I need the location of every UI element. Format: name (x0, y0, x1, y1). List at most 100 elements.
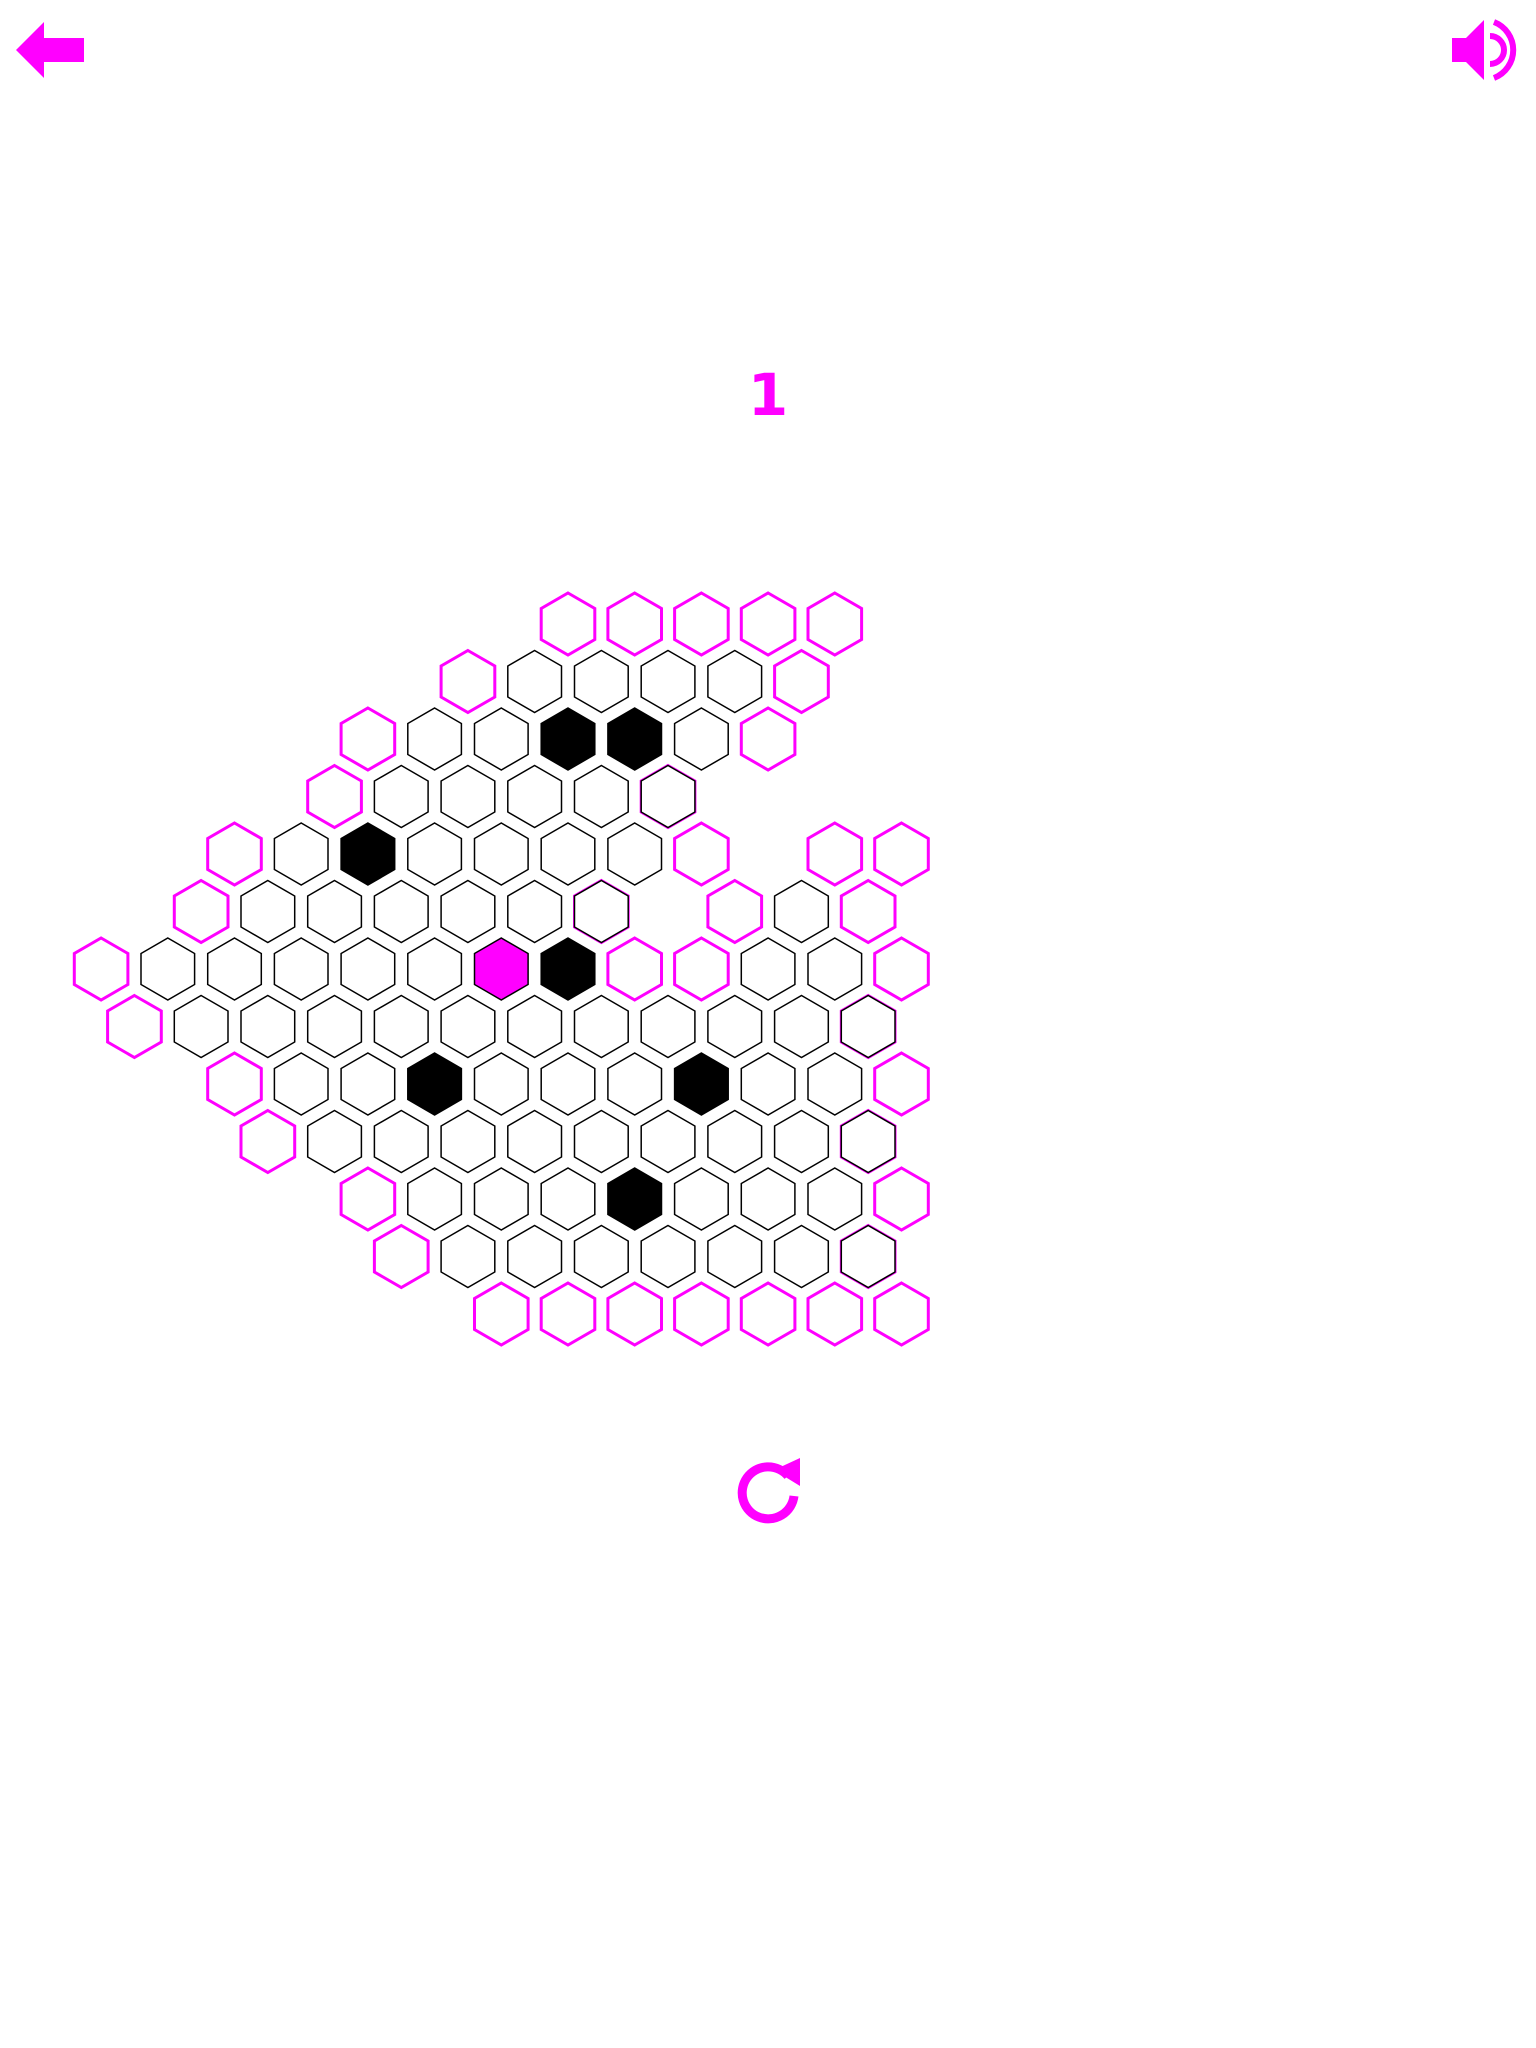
hex-cell[interactable] (640, 994, 696, 1059)
exit-hex-cell (539, 1281, 597, 1347)
hex-cell[interactable] (373, 1109, 429, 1174)
hex-cell[interactable] (740, 1167, 796, 1231)
hex-cell[interactable] (373, 764, 429, 829)
exit-hex-cell (673, 591, 730, 657)
exit-hex-cell (439, 648, 497, 715)
blocked-hex-cell[interactable] (607, 1167, 663, 1231)
exit-hex-cell (372, 1223, 430, 1290)
restart-button[interactable] (730, 1452, 806, 1528)
hex-cell[interactable] (707, 1109, 763, 1174)
exit-hex-cell (339, 1166, 397, 1232)
exit-hex-cell (206, 821, 263, 887)
hex-cell[interactable] (507, 1109, 563, 1174)
hex-cell[interactable] (440, 1109, 496, 1174)
hex-cell[interactable] (440, 764, 496, 829)
hex-cell[interactable] (507, 1224, 563, 1289)
hex-cell[interactable] (440, 994, 496, 1059)
hex-cell[interactable] (306, 1109, 363, 1174)
hex-cell[interactable] (407, 937, 463, 1001)
hex-cell[interactable] (407, 707, 463, 771)
blocked-hex-cell[interactable] (540, 937, 596, 1001)
exit-hex-cell (673, 821, 730, 887)
hex-cell[interactable] (507, 764, 563, 829)
hex-cell[interactable] (707, 649, 763, 714)
hex-cell[interactable] (540, 1167, 596, 1231)
exit-hex-cell (806, 591, 864, 657)
exit-hex-cell (673, 1281, 730, 1347)
exit-hex-cell (473, 1281, 530, 1347)
hex-cell[interactable] (773, 1109, 830, 1174)
hex-cell[interactable] (206, 937, 263, 1001)
exit-hex-cell (172, 878, 230, 945)
hex-cell[interactable] (573, 1224, 629, 1289)
hex-cell[interactable] (240, 879, 296, 944)
blocked-hex-cell[interactable] (607, 707, 663, 771)
hex-cell[interactable] (540, 822, 596, 886)
exit-hex-cell (739, 706, 797, 772)
speaker-icon (1452, 19, 1517, 81)
hex-cell[interactable] (707, 994, 763, 1059)
hex-cell[interactable] (740, 937, 796, 1001)
cat-hex-cell[interactable] (473, 937, 529, 1001)
hex-cell[interactable] (373, 879, 429, 944)
hex-cell[interactable] (640, 1224, 696, 1289)
exit-hex-cell (773, 648, 830, 715)
hex-cell[interactable] (473, 1167, 529, 1231)
hex-cell[interactable] (673, 1167, 729, 1231)
exit-hex-cell (739, 1281, 797, 1347)
hex-cell[interactable] (807, 1052, 863, 1116)
hex-cell[interactable] (473, 707, 529, 771)
hex-cell[interactable] (607, 822, 663, 886)
hex-cell[interactable] (507, 879, 563, 944)
hex-cell[interactable] (507, 994, 563, 1059)
hex-cell[interactable] (373, 994, 429, 1059)
hex-cell[interactable] (740, 1052, 796, 1116)
exit-hex-cell (873, 821, 930, 887)
hex-cell[interactable] (573, 764, 629, 829)
hex-cell[interactable] (807, 1167, 863, 1231)
hex-cell[interactable] (306, 994, 363, 1059)
hex-cell[interactable] (573, 1109, 629, 1174)
blocked-hex-cell[interactable] (340, 822, 396, 886)
hex-cell[interactable] (340, 937, 396, 1001)
hex-cell[interactable] (240, 994, 296, 1059)
hex-cell[interactable] (440, 879, 496, 944)
hex-cell[interactable] (773, 879, 830, 944)
hex-cell[interactable] (540, 1052, 596, 1116)
hex-cell[interactable] (306, 879, 363, 944)
blocked-hex-cell[interactable] (540, 707, 596, 771)
hex-cell[interactable] (840, 1224, 896, 1289)
exit-hex-cell (873, 1051, 930, 1117)
back-button[interactable] (14, 14, 86, 86)
hex-cell[interactable] (840, 1109, 896, 1174)
hex-cell[interactable] (507, 649, 563, 714)
hex-cell[interactable] (473, 822, 529, 886)
hex-cell[interactable] (340, 1052, 396, 1116)
hex-cell[interactable] (173, 994, 229, 1059)
hex-cell[interactable] (640, 764, 696, 829)
hex-cell[interactable] (273, 822, 329, 886)
hex-cell[interactable] (573, 879, 629, 944)
blocked-hex-cell[interactable] (673, 1052, 729, 1116)
hex-cell[interactable] (840, 994, 896, 1059)
hex-cell[interactable] (140, 937, 196, 1001)
hex-cell[interactable] (640, 1109, 696, 1174)
hex-cell[interactable] (473, 1052, 529, 1116)
hex-cell[interactable] (707, 1224, 763, 1289)
hex-cell[interactable] (407, 822, 463, 886)
hex-cell[interactable] (273, 937, 329, 1001)
hex-cell[interactable] (440, 1224, 496, 1289)
hex-cell[interactable] (673, 707, 729, 771)
hex-cell[interactable] (607, 1052, 663, 1116)
hex-cell[interactable] (407, 1167, 463, 1231)
hex-cell[interactable] (773, 1224, 830, 1289)
sound-button[interactable] (1446, 10, 1526, 90)
hex-cell[interactable] (573, 994, 629, 1059)
hex-cell[interactable] (573, 649, 629, 714)
hex-cell[interactable] (273, 1052, 329, 1116)
hex-cell[interactable] (773, 994, 830, 1059)
hex-cell[interactable] (640, 649, 696, 714)
blocked-hex-cell[interactable] (407, 1052, 463, 1116)
hex-cell[interactable] (807, 937, 863, 1001)
